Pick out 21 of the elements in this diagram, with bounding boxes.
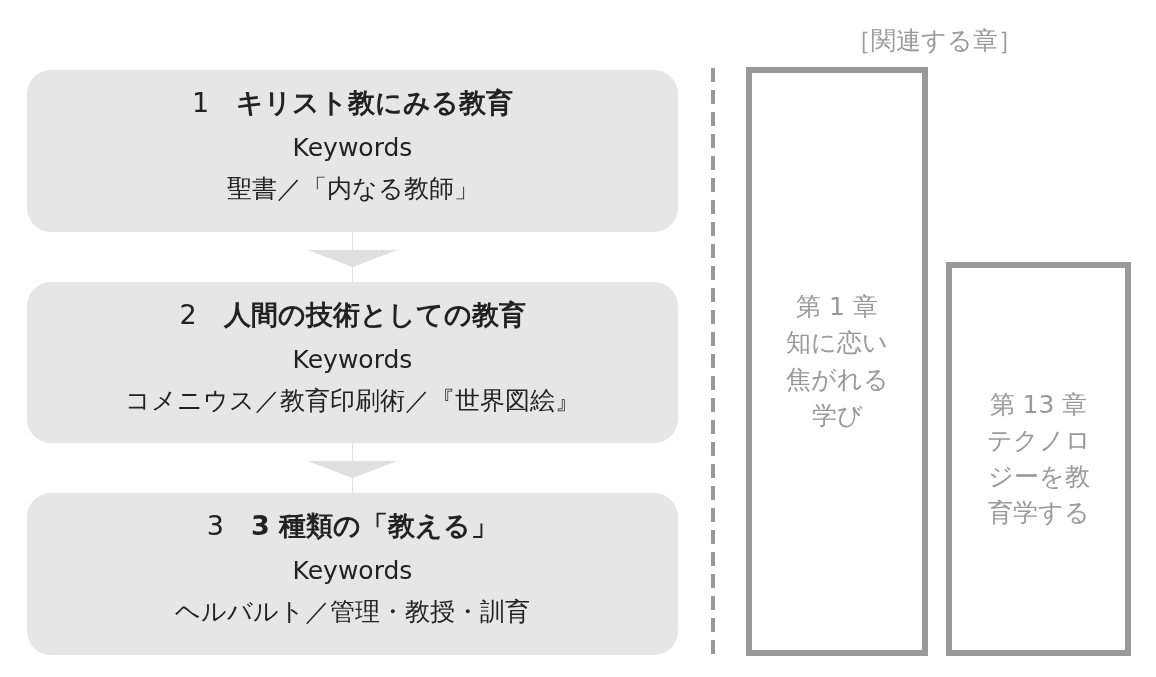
keywords-heading: Keywords (292, 131, 413, 164)
section-heading: ［関連する章］ (846, 25, 1023, 57)
keywords-heading: Keywords (292, 554, 413, 587)
chapter-title: テクノロジーを教育学する (985, 424, 1092, 530)
keywords-heading: Keywords (292, 343, 413, 376)
topic-title: 3 3 種類の「教える」 (206, 509, 499, 543)
arrow (307, 442, 398, 494)
arrow (307, 231, 398, 283)
topic-title: 2 人間の技術としての教育 (179, 298, 526, 332)
topic-title: 1 キリスト教にみる教育 (191, 86, 514, 120)
chapter-box (946, 262, 1131, 656)
topic-box (27, 493, 678, 655)
keywords-text: 聖書／「内なる教師」 (226, 172, 479, 205)
chapter-box (746, 67, 928, 656)
topic-box (27, 282, 678, 443)
keywords-text: ヘルバルト／管理・教授・訓育 (175, 595, 530, 628)
chapter-title: 知に恋い焦がれる学び (784, 327, 890, 432)
chapter-number: 第 1 章 (796, 291, 878, 323)
chapter-number: 第 13 章 (989, 388, 1088, 421)
topic-box (27, 70, 678, 232)
keywords-text: コメニウス／教育印刷術／『世界図絵』 (125, 384, 580, 417)
